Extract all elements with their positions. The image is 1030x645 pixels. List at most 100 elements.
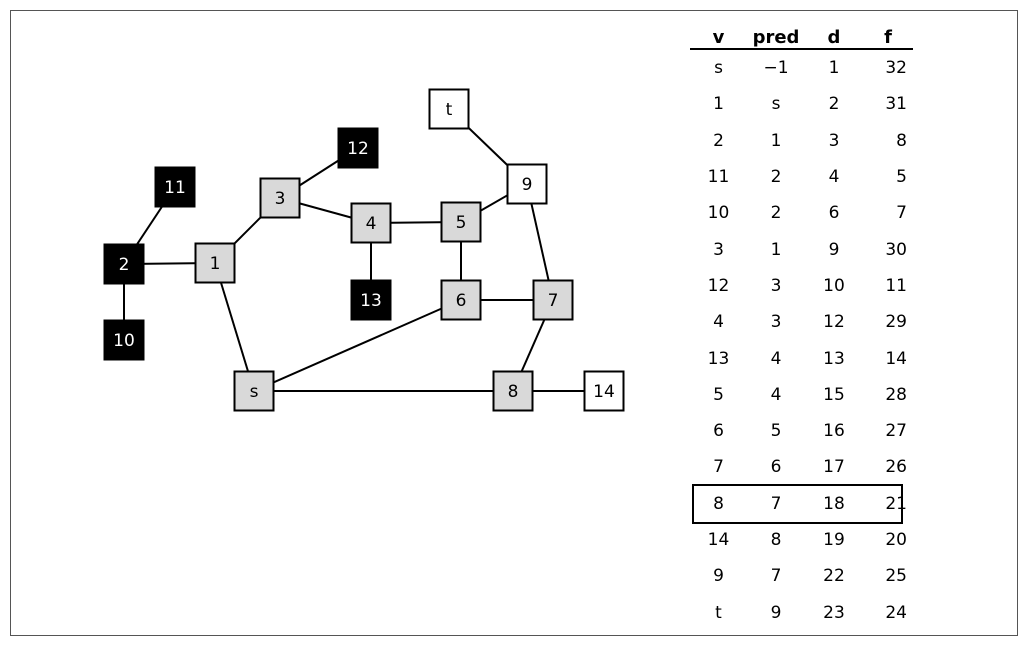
node-14: 14	[583, 370, 625, 412]
cell-d: 6	[828, 203, 840, 224]
cell-pred: 1	[770, 239, 782, 260]
cell-v: 13	[707, 348, 730, 369]
cell-v: 5	[713, 384, 724, 405]
table-row: 3 1 9 30	[690, 231, 913, 267]
node-box	[428, 88, 470, 130]
node-3: 3	[259, 177, 301, 219]
cell-pred: 8	[770, 530, 782, 550]
node-label: 1	[210, 254, 221, 274]
edge-1-s	[214, 262, 255, 392]
cell-pred: 7	[770, 566, 782, 587]
node-label: t	[446, 100, 453, 120]
node-label: 8	[508, 382, 519, 402]
node-box	[440, 279, 482, 321]
node-7: 7	[532, 279, 574, 321]
cell-d: 22	[823, 566, 845, 587]
table-row: 2 1 3 8	[690, 123, 913, 159]
cell-pred: 6	[770, 457, 782, 478]
node-label: 7	[548, 291, 559, 311]
cell-v: 2	[713, 130, 724, 151]
cell-f: 32	[885, 58, 907, 79]
cell-v: 6	[713, 421, 724, 442]
table-header-row: v pred d f	[690, 16, 913, 50]
cell-v: 10	[707, 203, 730, 224]
table-row: s −1 1 32	[690, 49, 913, 86]
cell-f: 30	[885, 239, 907, 260]
node-label: 2	[119, 255, 130, 275]
cell-v: s	[714, 58, 723, 79]
cell-pred: 4	[770, 384, 782, 405]
node-label: 10	[113, 331, 135, 351]
node-box	[583, 370, 625, 412]
node-10: 10	[103, 319, 145, 361]
node-2: 2	[103, 243, 145, 285]
cell-d: 17	[823, 457, 845, 478]
cell-f: 11	[885, 275, 907, 296]
cell-f: 8	[896, 130, 907, 151]
node-box	[506, 163, 548, 205]
header-v: v	[690, 16, 747, 50]
node-box	[337, 127, 379, 169]
cell-d: 12	[823, 312, 845, 333]
cell-pred: 2	[770, 167, 782, 188]
node-s: s	[233, 370, 275, 412]
figure-frame	[10, 10, 1018, 636]
cell-d: 18	[823, 493, 845, 514]
cell-v: 7	[713, 457, 724, 478]
cell-d: 9	[828, 239, 840, 260]
header-d: d	[805, 16, 863, 50]
node-11: 11	[154, 166, 196, 208]
cell-v: 8	[713, 493, 724, 514]
node-label: 6	[456, 291, 467, 311]
cell-pred: −1	[763, 58, 789, 79]
node-label: 12	[347, 139, 369, 159]
cell-d: 3	[828, 130, 840, 151]
node-label: 11	[164, 178, 186, 198]
cell-v: 11	[707, 167, 730, 188]
cell-v: t	[715, 602, 722, 623]
node-box	[350, 202, 392, 244]
cell-d: 13	[823, 348, 845, 369]
node-label: 14	[593, 382, 615, 402]
cell-d: 1	[828, 58, 840, 79]
cell-f: 28	[885, 384, 907, 405]
header-f: f	[863, 16, 913, 50]
cell-pred: 1	[770, 130, 782, 151]
node-13: 13	[350, 279, 392, 321]
node-box	[350, 279, 392, 321]
node-5: 5	[440, 201, 482, 243]
cell-f: 20	[885, 530, 907, 550]
node-label: s	[250, 382, 259, 402]
node-t: t	[428, 88, 470, 130]
node-label: 4	[366, 214, 377, 234]
node-box	[194, 242, 236, 284]
node-label: 3	[275, 189, 286, 209]
cell-v: 9	[713, 566, 724, 587]
node-box	[259, 177, 301, 219]
cell-d: 15	[823, 384, 845, 405]
cell-f: 31	[885, 94, 907, 115]
cell-v: 3	[713, 239, 724, 260]
node-box	[532, 279, 574, 321]
cell-pred: 2	[770, 203, 782, 224]
cell-pred: 4	[770, 348, 782, 369]
cell-d: 16	[823, 421, 845, 442]
cell-pred: 7	[770, 493, 782, 514]
node-box	[103, 243, 145, 285]
node-label: 9	[522, 175, 533, 195]
node-box	[492, 370, 534, 412]
cell-pred: s	[771, 94, 781, 115]
cell-d: 23	[823, 602, 845, 623]
node-1: 1	[194, 242, 236, 284]
